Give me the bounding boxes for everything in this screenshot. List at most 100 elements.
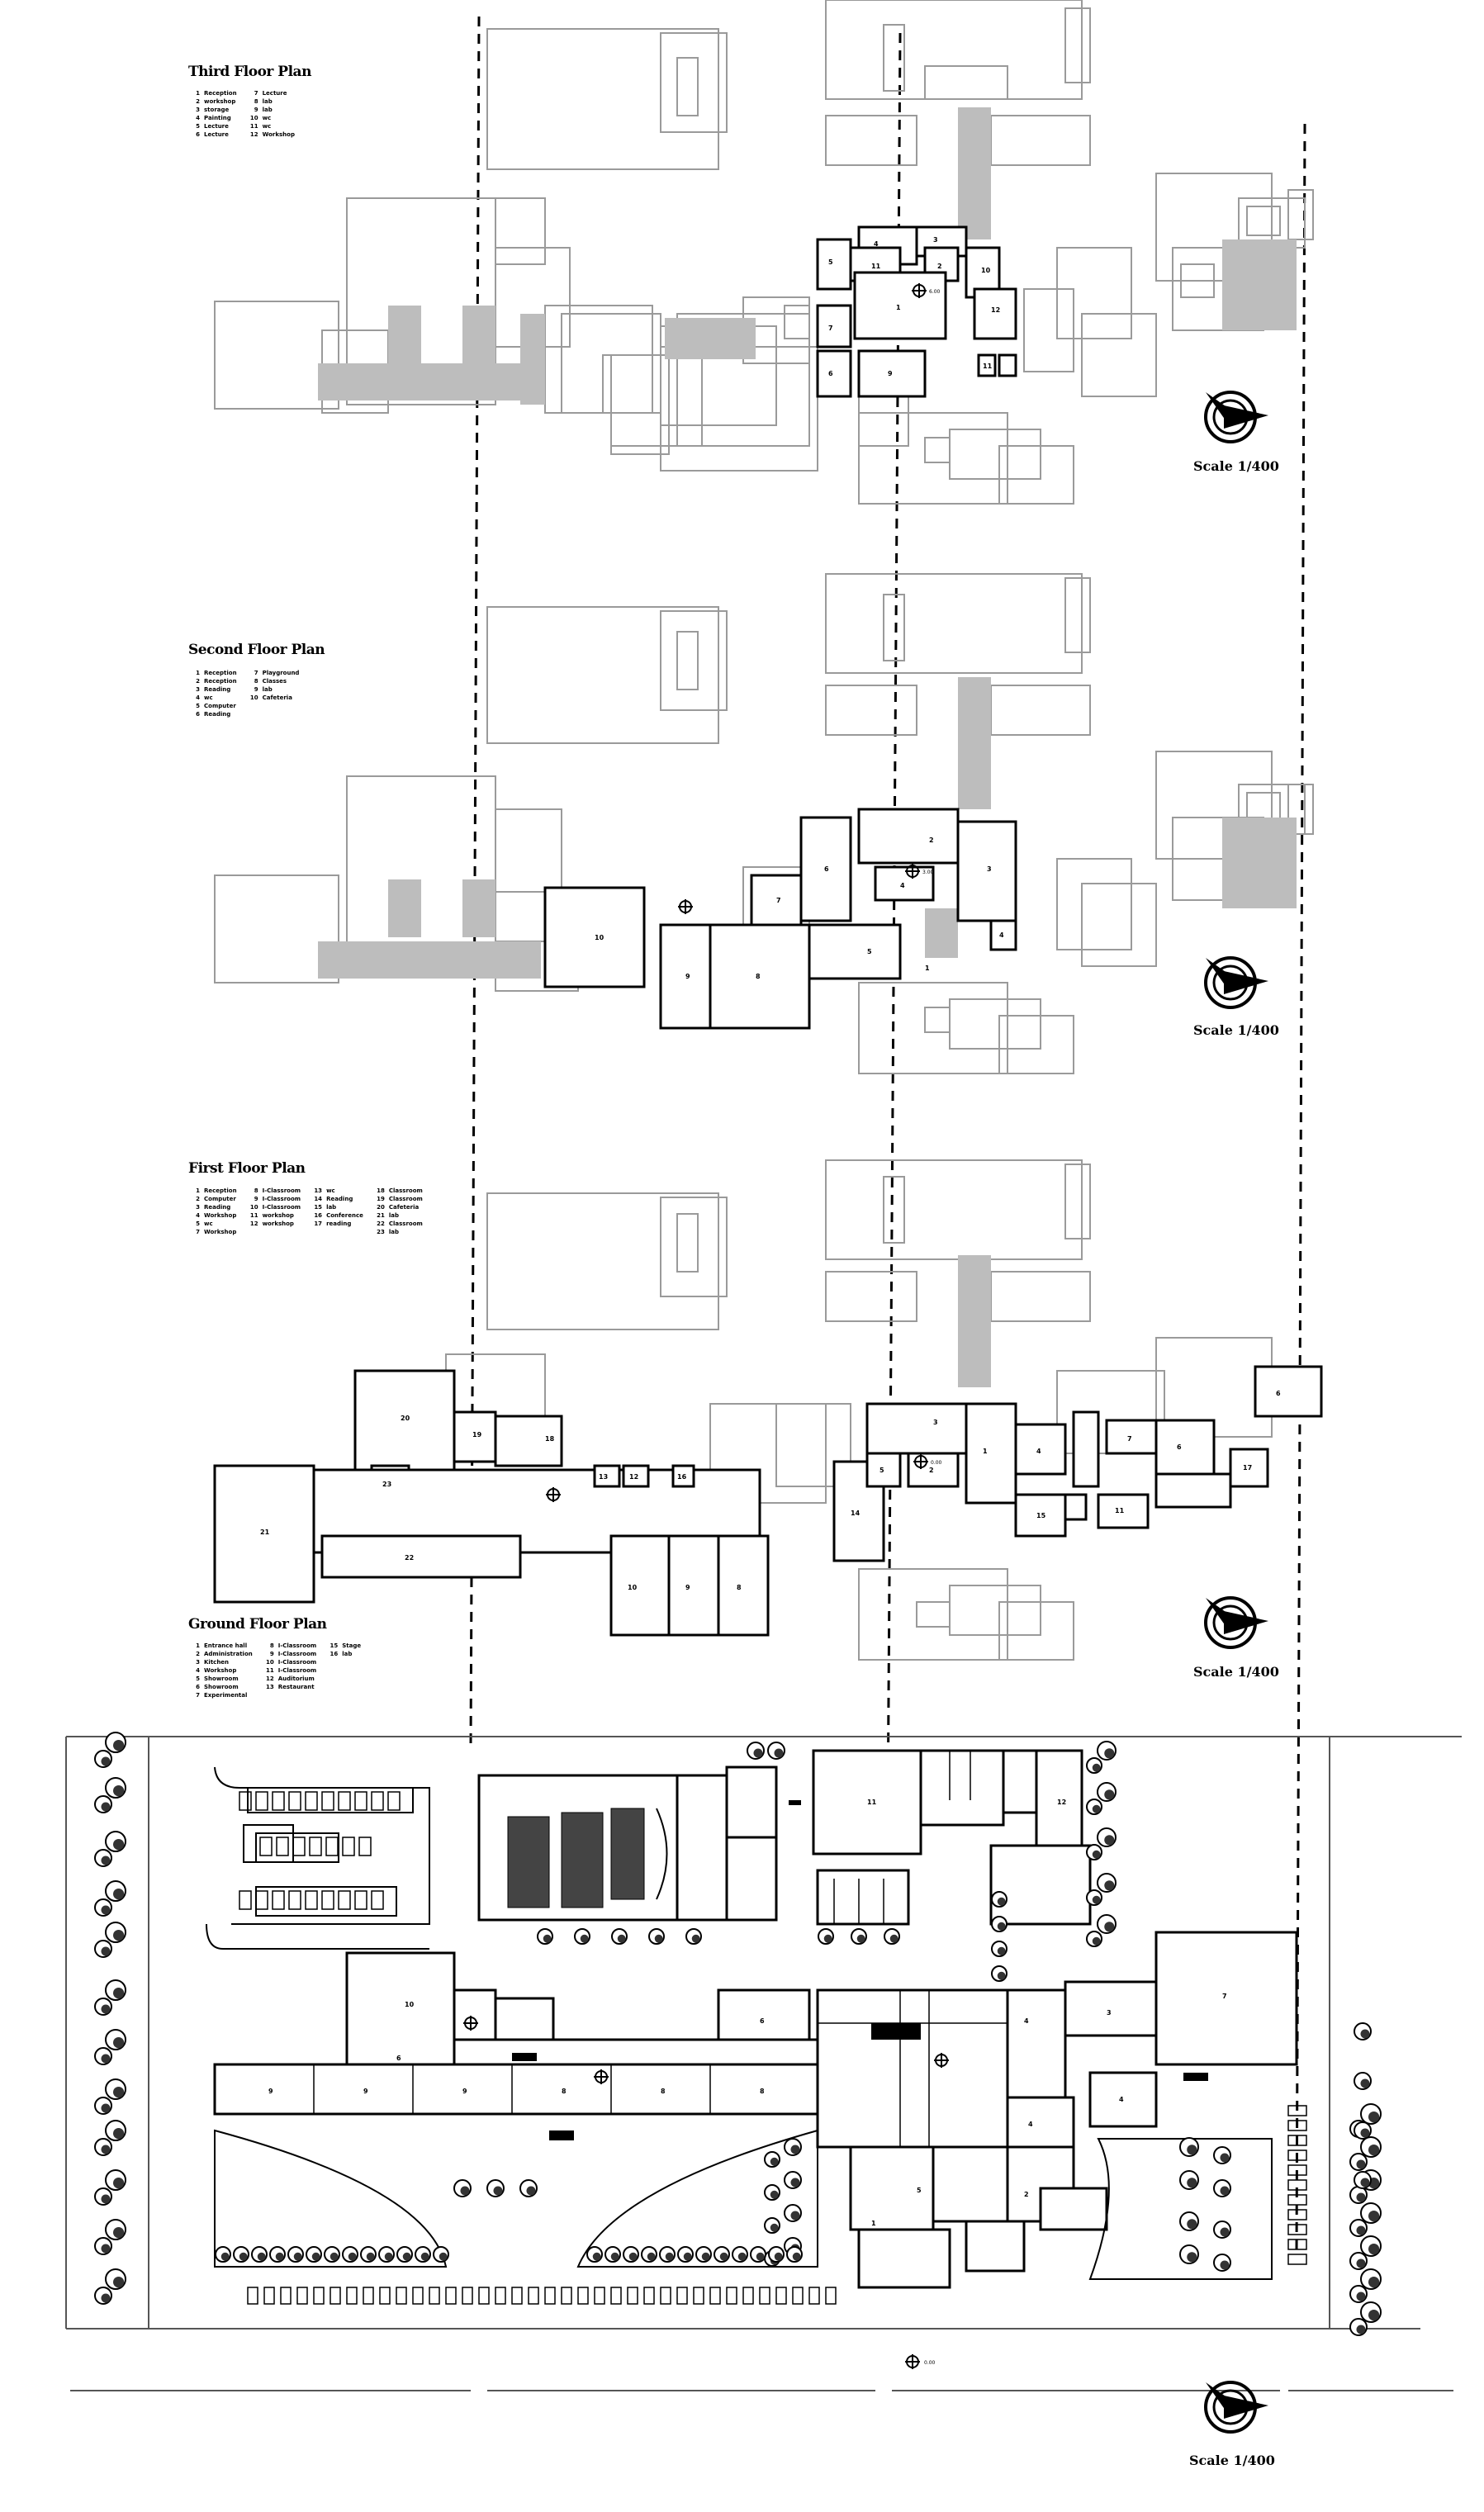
car-icon <box>412 2287 424 2305</box>
tree-icon <box>1086 1757 1102 1774</box>
tree-icon <box>750 2246 766 2263</box>
level-marker-icon: 0.00 <box>913 1454 942 1469</box>
legend-label: wc <box>326 1187 335 1194</box>
room-number: 9 <box>685 973 690 980</box>
tree-icon <box>714 2246 730 2263</box>
car-icon <box>1287 2209 1307 2221</box>
legend-label: Reading <box>204 711 231 718</box>
room-number: 8 <box>737 1584 742 1591</box>
tree-icon <box>1213 2254 1231 2272</box>
car-icon <box>1287 2224 1307 2235</box>
tree-icon <box>1360 2301 1382 2323</box>
tree-icon <box>1179 2170 1199 2190</box>
second-floor-plan: 10 9 8 5 7 6 2 3 4 4 1 3.00 <box>214 573 1314 1074</box>
room-number: 6 <box>824 865 829 873</box>
legend-number: 5 <box>196 1675 200 1682</box>
legend-label: Conference <box>326 1212 363 1219</box>
room-number: 19 <box>472 1431 482 1438</box>
tree-icon <box>342 2246 358 2263</box>
tree-icon <box>641 2246 657 2263</box>
legend-label: Entrance hall <box>204 1642 248 1649</box>
ground-floor-site-plan: 11 12 10 9 9 9 8 8 8 6 6 4 3 7 4 4 5 1 2 <box>65 1732 1462 2391</box>
cars <box>239 1791 401 1910</box>
room-number: 6 <box>828 370 833 377</box>
car-icon <box>1287 2105 1307 2116</box>
legend-number: 5 <box>196 1220 200 1227</box>
car-icon <box>478 2287 490 2305</box>
room-number: 5 <box>917 2187 922 2194</box>
car-icon <box>247 2287 258 2305</box>
car-icon <box>742 2287 754 2305</box>
legend-label: Lecture <box>262 90 287 97</box>
level-mark-text: 0.00 <box>931 1460 942 1466</box>
legend-number: 8 <box>269 1642 274 1649</box>
legend-number: 2 <box>196 98 200 105</box>
first-floor-scale: Scale 1/400 <box>1193 1664 1279 1680</box>
room-number: 3 <box>933 1419 938 1426</box>
room-number: 9 <box>888 370 893 377</box>
second-floor-title: Second Floor Plan <box>188 642 325 658</box>
room-number: 21 <box>260 1529 270 1536</box>
tree-icon <box>1097 1782 1117 1802</box>
legend-label: Reception <box>204 1187 237 1194</box>
legend-label: Auditorium <box>277 1675 315 1682</box>
ground-floor-scale: Scale 1/400 <box>1189 2453 1275 2468</box>
room-number: 10 <box>405 2001 415 2008</box>
tree-icon <box>415 2246 431 2263</box>
legend-label: lab <box>388 1229 400 1235</box>
first-floor-context-ghost <box>445 1159 1273 1661</box>
tree-icon <box>94 2047 112 2065</box>
tree-icon <box>1213 2146 1231 2164</box>
tree-icon <box>784 2171 802 2189</box>
legend-number: 9 <box>254 1196 258 1202</box>
legend-number: 17 <box>314 1220 323 1227</box>
legend-label: Lecture <box>204 123 229 130</box>
room-number: 8 <box>756 973 761 980</box>
tree-icon <box>94 2187 112 2206</box>
room-number: 2 <box>929 837 934 844</box>
legend-number: 2 <box>196 678 200 685</box>
room-number: 8 <box>760 2088 765 2095</box>
car-icon <box>1287 2135 1307 2146</box>
tree-icon <box>519 2179 538 2197</box>
legend-label: Reception <box>204 670 237 676</box>
room-number: 5 <box>867 948 872 955</box>
trees-group <box>94 1732 1382 2336</box>
room-number: 5 <box>828 258 833 266</box>
car-icon <box>1287 2120 1307 2131</box>
room-number: 6 <box>760 2017 765 2025</box>
car-icon <box>445 2287 457 2305</box>
car-icon <box>792 2287 804 2305</box>
car-icon <box>528 2287 539 2305</box>
tree-icon <box>287 2246 304 2263</box>
car-icon <box>363 2287 374 2305</box>
room-number: 2 <box>929 1467 934 1474</box>
legend-number: 1 <box>196 1642 200 1649</box>
room-number: 3 <box>933 236 938 244</box>
legend-number: 8 <box>254 98 258 105</box>
room-number: 11 <box>983 363 993 370</box>
room-number: 17 <box>1243 1464 1252 1472</box>
legend-number: 13 <box>314 1187 323 1194</box>
room-number: 8 <box>661 2088 666 2095</box>
tree-icon <box>105 1979 126 2001</box>
north-arrow-icon <box>1204 956 1268 1009</box>
tree-icon <box>677 2246 694 2263</box>
car-icon <box>775 2287 787 2305</box>
